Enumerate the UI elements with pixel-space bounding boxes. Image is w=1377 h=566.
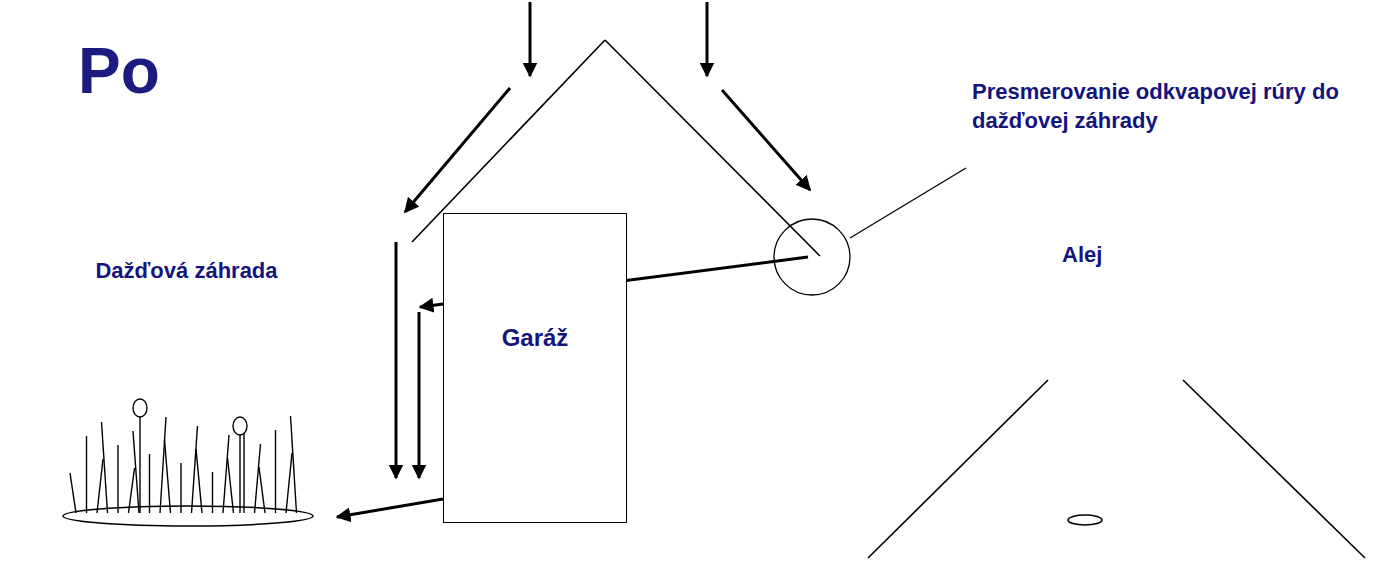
rain-garden: Dažďová záhrada <box>36 258 337 533</box>
node-label: Garáž <box>502 324 569 352</box>
grass-blade <box>259 467 265 513</box>
grass-blade <box>165 440 171 513</box>
runoff-arrow <box>405 88 510 212</box>
grass-blade <box>117 445 118 513</box>
grass <box>70 399 297 513</box>
roof-line <box>412 40 605 242</box>
rain-garden-plants <box>36 258 321 533</box>
leader-line <box>850 168 966 238</box>
grass-blade <box>129 468 135 513</box>
rain-arrow <box>706 2 709 76</box>
roof <box>412 40 820 256</box>
grass-blade <box>275 430 276 513</box>
grass-blade <box>86 436 87 513</box>
grass-blade <box>102 422 108 513</box>
redirect-arrow <box>420 257 808 307</box>
grass-blade <box>70 473 76 513</box>
callout-circle <box>774 219 850 295</box>
grass-blade <box>133 431 139 513</box>
flower-stem <box>139 417 140 513</box>
callout-label: Presmerovanie odkvapovej rúry do dažďove… <box>972 78 1370 135</box>
driveway-label: Alej <box>1062 242 1102 268</box>
grass-blade <box>223 435 229 513</box>
driveway-edge <box>1183 380 1365 558</box>
downspout-arrow <box>418 312 421 478</box>
grass-blade <box>192 426 198 513</box>
driveway <box>868 380 1365 558</box>
runoff-arrow <box>722 90 810 190</box>
flower-head <box>133 399 147 417</box>
flower-head <box>233 417 247 435</box>
node-heading: Dažďová záhrada <box>36 258 337 284</box>
grass-blade <box>180 463 181 513</box>
flow-arrow <box>337 499 443 517</box>
flower-stem <box>239 435 240 513</box>
grass-blade <box>97 459 103 513</box>
grass-blade <box>243 421 244 513</box>
roof-line <box>605 40 820 256</box>
drain-oval <box>1068 515 1102 525</box>
grass-blade <box>212 472 213 513</box>
grass-blade <box>160 417 166 513</box>
grass-blade <box>149 454 150 513</box>
grass-blade <box>196 449 202 513</box>
rain-arrow <box>529 2 532 76</box>
downspout-arrow <box>395 242 398 478</box>
title: Po <box>78 34 160 108</box>
grass-blade <box>255 444 261 513</box>
garage-box: Garáž <box>443 213 627 523</box>
garden-bed <box>63 506 313 526</box>
rain-arrows <box>396 2 810 478</box>
grass-blade <box>286 453 292 513</box>
grass-blade <box>291 416 297 513</box>
driveway-edge <box>868 380 1048 558</box>
grass-blade <box>228 458 234 513</box>
